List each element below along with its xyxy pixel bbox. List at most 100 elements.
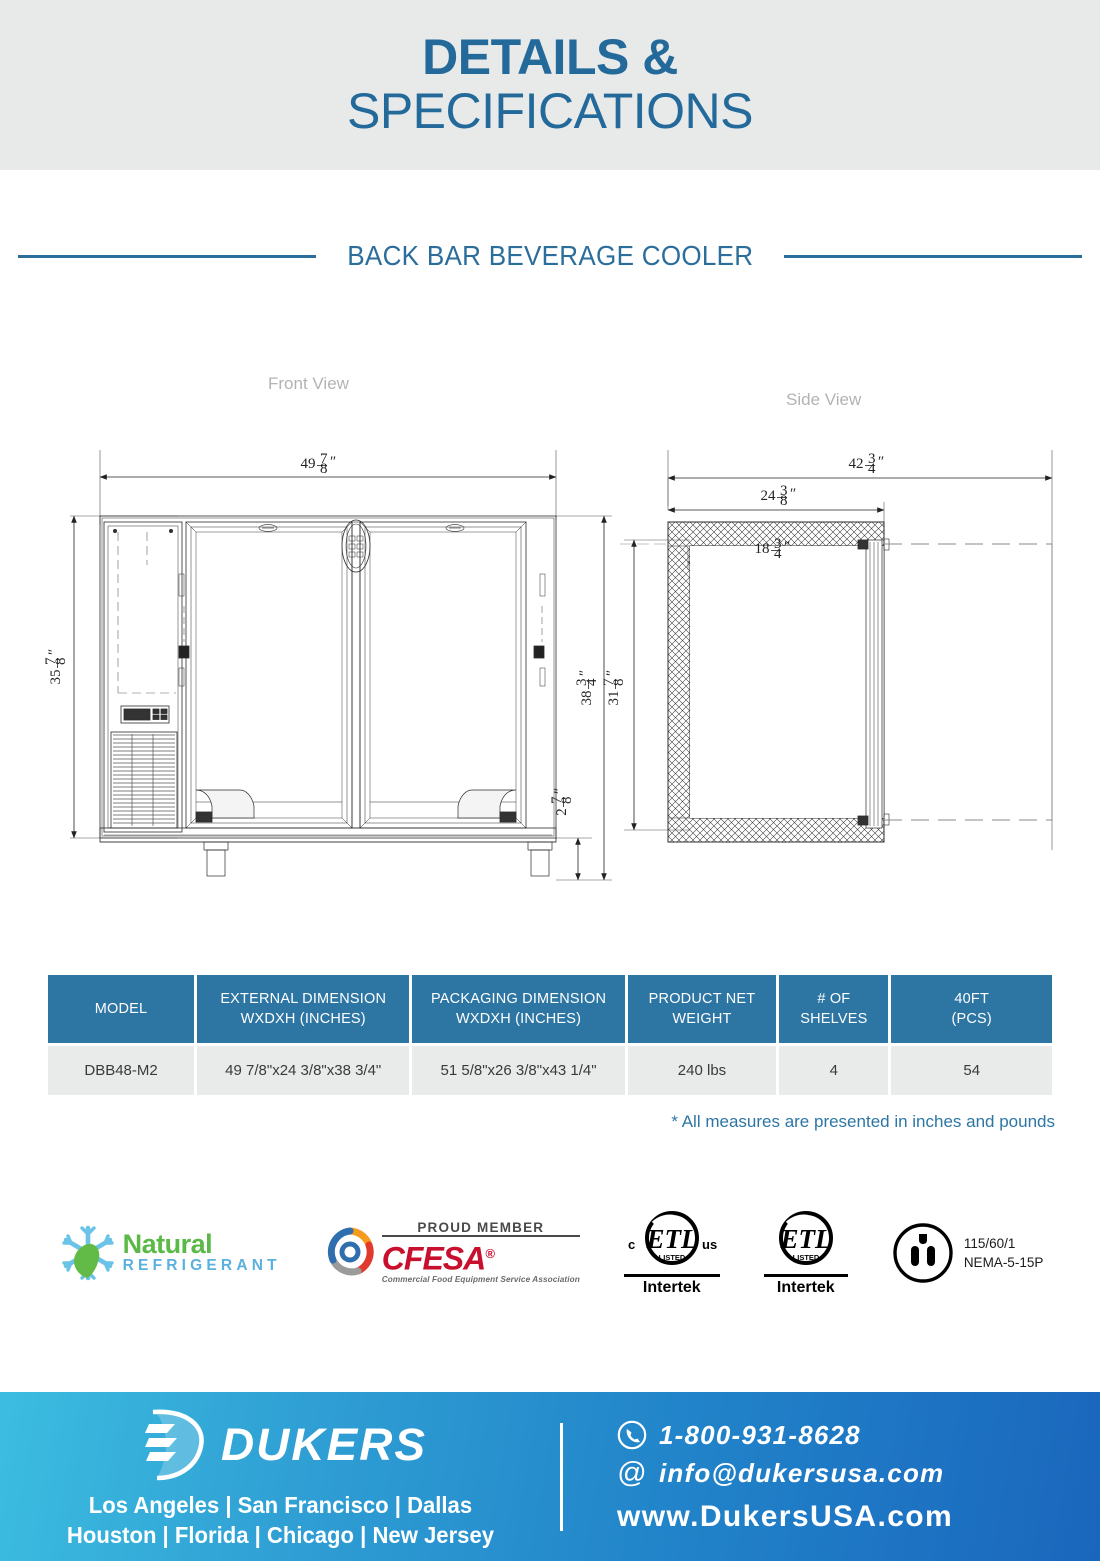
svg-text:2: 2 — [554, 808, 570, 816]
col-header-40ft-pcs: 40FT (PCS) — [891, 975, 1052, 1043]
email-row[interactable]: @ info@dukersusa.com — [617, 1458, 1100, 1489]
specifications-table: MODEL EXTERNAL DIMENSION WXDXH (INCHES) … — [45, 975, 1055, 1095]
svg-text:24: 24 — [761, 488, 777, 504]
cfesa-swirl-icon — [327, 1227, 374, 1276]
cfesa-logo: PROUD MEMBER CFESA® Commercial Food Equi… — [325, 1221, 580, 1284]
svg-text:us: us — [702, 1237, 717, 1252]
svg-text:″: ″ — [878, 454, 884, 470]
svg-text:″: ″ — [552, 788, 568, 794]
phone-row[interactable]: 1-800-931-8628 — [617, 1420, 1100, 1451]
dukers-logo-icon — [144, 1409, 204, 1480]
dim-front-leg-height: 2 7 8 ″ — [549, 788, 575, 816]
cell-external-dimension: 49 7/8"x24 3/8"x38 3/4" — [197, 1043, 410, 1095]
section-heading: BACK BAR BEVERAGE COOLER — [0, 236, 1100, 276]
rule-right — [784, 254, 1083, 258]
col-header-packaging-dimension: PACKAGING DIMENSION WXDXH (INCHES) — [412, 975, 625, 1043]
dim-side-open-depth: 42 3 4 ″ — [849, 451, 885, 477]
etl-company: Intertek — [763, 1274, 848, 1297]
side-view-label: Side View — [786, 390, 862, 409]
natural-refrigerant-logo: Natural REFRIGERANT — [57, 1222, 281, 1284]
cfesa-acronym: CFESA® — [381, 1240, 495, 1277]
svg-text:7: 7 — [601, 678, 617, 686]
cfesa-full-name: Commercial Food Equipment Service Associ… — [381, 1274, 580, 1284]
certification-logos: Natural REFRIGERANT PROUD MEMBER — [0, 1195, 1100, 1310]
svg-text:ETL: ETL — [779, 1224, 831, 1254]
cell-net-weight: 240 lbs — [627, 1043, 777, 1095]
front-view-label: Front View — [268, 374, 349, 393]
natural-refrigerant-line2: REFRIGERANT — [122, 1257, 281, 1275]
cell-40ft-pcs: 54 — [891, 1043, 1052, 1095]
table-header-row: MODEL EXTERNAL DIMENSION WXDXH (INCHES) … — [48, 975, 1052, 1043]
footer-contact-block: 1-800-931-8628 @ info@dukersusa.com www.… — [589, 1420, 1100, 1534]
svg-text:38: 38 — [579, 691, 595, 706]
nema-outlet-icon — [893, 1222, 953, 1283]
etl-cus-mark: c us ETL LISTED Intertek — [623, 1208, 720, 1297]
svg-text:″: ″ — [577, 670, 593, 676]
svg-text:8: 8 — [559, 797, 575, 805]
svg-text:31: 31 — [606, 691, 622, 706]
at-sign-icon: @ — [617, 1458, 646, 1488]
dim-side-interior-depth: 18 3 4 ″ — [755, 536, 791, 562]
svg-text:LISTED: LISTED — [792, 1253, 819, 1262]
svg-text:@: @ — [617, 1458, 646, 1488]
dim-front-cabinet-height: 35 7 8 ″ — [43, 649, 69, 685]
electrical-line2: NEMA-5-15P — [963, 1254, 1044, 1270]
etl-icon: ETL LISTED — [778, 1211, 833, 1265]
col-header-model: MODEL — [48, 975, 195, 1043]
footer-bar: DUKERS Los Angeles | San Francisco | Dal… — [0, 1392, 1100, 1561]
svg-text:7: 7 — [43, 657, 59, 665]
svg-text:42: 42 — [849, 456, 864, 472]
table-row: DBB48-M2 49 7/8"x24 3/8"x38 3/4" 51 5/8"… — [48, 1043, 1052, 1095]
footer-cities: Los Angeles | San Francisco | Dallas Hou… — [66, 1490, 493, 1550]
svg-text:″: ″ — [604, 670, 620, 676]
cell-model: DBB48-M2 — [48, 1043, 195, 1095]
svg-text:″: ″ — [46, 649, 62, 655]
page-title: DETAILS & SPECIFICATIONS — [0, 30, 1100, 138]
etl-listed-icon: c us ETL LISTED — [628, 1211, 717, 1265]
etl-mark: ETL LISTED Intertek — [763, 1208, 848, 1297]
svg-text:49: 49 — [301, 456, 316, 472]
cities-line2: Houston | Florida | Chicago | New Jersey — [66, 1521, 494, 1548]
svg-text:3: 3 — [574, 679, 590, 687]
svg-text:ETL: ETL — [645, 1224, 697, 1254]
email-address: info@dukersusa.com — [659, 1457, 945, 1488]
svg-text:7: 7 — [320, 451, 328, 467]
svg-text:35: 35 — [48, 670, 64, 685]
svg-text:8: 8 — [320, 461, 328, 477]
page-title-line1: DETAILS & — [422, 29, 678, 85]
svg-text:″: ″ — [330, 454, 336, 470]
brand-name: DUKERS — [220, 1418, 428, 1470]
svg-text:c: c — [628, 1237, 635, 1252]
col-header-net-weight: PRODUCT NET WEIGHT — [627, 975, 777, 1043]
svg-text:″: ″ — [784, 539, 790, 555]
svg-text:3: 3 — [780, 483, 788, 499]
svg-text:8: 8 — [53, 658, 69, 666]
svg-text:4: 4 — [868, 461, 876, 477]
footer-divider — [560, 1422, 563, 1531]
cell-shelves: 4 — [779, 1043, 889, 1095]
svg-text:8: 8 — [780, 493, 788, 509]
electrical-line1: 115/60/1 — [963, 1235, 1016, 1251]
phone-number: 1-800-931-8628 — [659, 1419, 861, 1450]
svg-text:7: 7 — [549, 796, 565, 804]
natural-refrigerant-line1: Natural — [122, 1229, 213, 1260]
svg-text:4: 4 — [584, 678, 600, 686]
svg-text:3: 3 — [868, 451, 876, 467]
dim-side-interior-height: 31 7 8 ″ — [601, 670, 627, 706]
dim-front-overall-height: 38 3 4 ″ — [574, 670, 600, 706]
phone-icon — [617, 1420, 647, 1450]
page-title-line2: SPECIFICATIONS — [346, 83, 754, 139]
dim-side-depth: 24 3 8 ″ — [761, 483, 797, 509]
etl-cus-company: Intertek — [623, 1274, 720, 1297]
cell-packaging-dimension: 51 5/8"x26 3/8"x43 1/4" — [412, 1043, 625, 1095]
rule-left — [18, 254, 316, 258]
svg-text:18: 18 — [755, 541, 770, 557]
measures-footnote: * All measures are presented in inches a… — [671, 1112, 1055, 1131]
cfesa-proud-member: PROUD MEMBER — [381, 1221, 580, 1238]
svg-text:4: 4 — [774, 546, 782, 562]
website-url[interactable]: www.DukersUSA.com — [617, 1499, 954, 1533]
col-header-external-dimension: EXTERNAL DIMENSION WXDXH (INCHES) — [197, 975, 410, 1043]
svg-text:8: 8 — [611, 679, 627, 687]
snowflake-leaf-icon — [61, 1225, 114, 1280]
